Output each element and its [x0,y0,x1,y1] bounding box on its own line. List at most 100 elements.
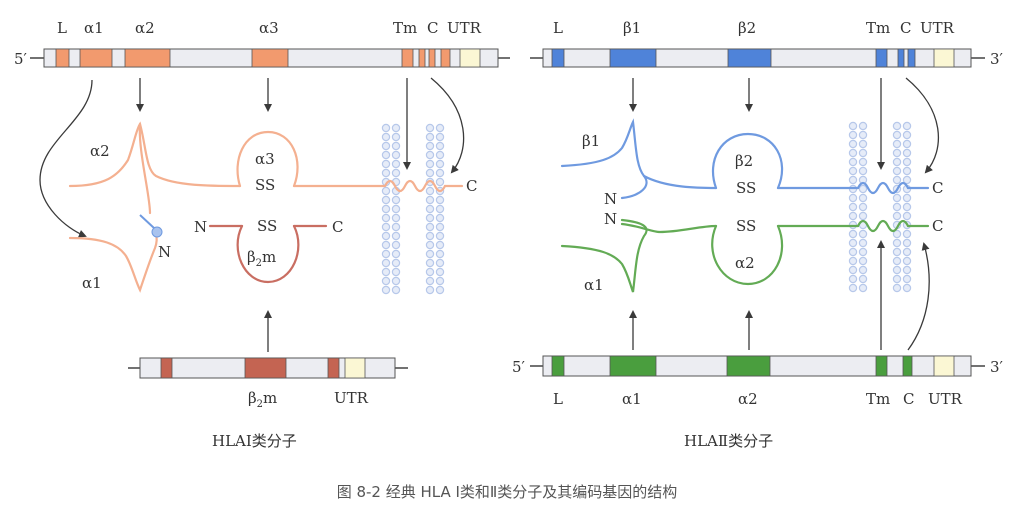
class1-membrane-lipid-bead [391,222,401,232]
a1-domain-path [68,230,158,293]
beta-c-label: C [932,179,943,197]
class2-membrane-lipid-bead [848,211,858,221]
class1-heavy-chain [68,121,464,293]
b2m-utr-label: UTR [334,389,369,407]
class1-membrane-lipid-bead [425,285,435,295]
class1-exon-c1 [418,48,426,68]
class2-membrane-lipid-bead [902,265,912,275]
class1-membrane-lipid-bead [391,240,401,250]
class1-membrane-lipid-bead [425,150,435,160]
protein-a1-ii-label: α1 [584,276,604,294]
class2-membrane-lipid-bead [892,247,902,257]
alpha-exon-a2 [726,355,771,377]
class2-membrane-lipid-bead [858,229,868,239]
class1-membrane-lipid-bead [435,150,445,160]
protein-a3-label: α3 [255,150,275,168]
class2-membrane-lipid-bead [902,139,912,149]
class1-membrane-lipid-bead [425,195,435,205]
alpha-n-label: N [604,210,617,228]
figure-caption: 图 8-2 经典 HLA Ⅰ类和Ⅱ类分子及其编码基因的结构 [337,483,678,501]
class2-membrane-lipid-bead [858,274,868,284]
class2-membrane-lipid-bead [848,229,858,239]
class1-membrane-lipid-bead [381,132,391,142]
b2m-exon-L [160,357,173,379]
class1-membrane-lipid-bead [425,240,435,250]
protein-b1-label: β1 [582,132,600,150]
class2-membrane-lipid-bead [902,166,912,176]
class1-label-a3: α3 [259,19,279,37]
class1-membrane-lipid-bead [425,141,435,151]
class2-membrane-lipid-bead [858,193,868,203]
class1-n-label: N [158,243,171,261]
class2-beta-chain [560,118,930,200]
class1-membrane-lipid-bead [381,276,391,286]
class1-title: HLAⅠ类分子 [212,432,297,450]
class1-membrane-lipid-bead [425,159,435,169]
b2m-utr-block [344,357,366,379]
class1-membrane-lipid-bead [435,204,445,214]
class1-label-a1: α1 [84,19,104,37]
class2-membrane-lipid-bead [892,121,902,131]
class1-membrane [381,123,445,295]
b2m-gene-label: β2m [248,389,277,410]
beta-exon-c2 [907,48,916,68]
class1-membrane-lipid-bead [381,231,391,241]
class1-panel: 5′ L α1 α2 α3 Tm C UTR [14,19,510,450]
beta-inter-domain [642,174,718,190]
class1-membrane-lipid-bead [435,132,445,142]
b2m-gene: β2m UTR [128,357,408,410]
class1-n-terminus-bead [151,226,163,238]
class1-membrane-lipid-bead [435,141,445,151]
class1-membrane-lipid-bead [381,285,391,295]
class1-membrane-lipid-bead [435,276,445,286]
class2-membrane [848,121,912,293]
class2-membrane-lipid-bead [892,193,902,203]
class1-label-a2: α2 [135,19,155,37]
b1-domain-path [560,118,648,200]
class2-membrane-lipid-bead [902,238,912,248]
class2-membrane-lipid-bead [892,229,902,239]
alpha-c-label: C [932,217,943,235]
class2-beta-arrows [629,77,939,174]
beta-label-b1: β1 [623,19,641,37]
class1-utr-block [459,48,481,68]
alpha-three-prime: 3′ [990,358,1004,376]
class2-membrane-lipid-bead [902,130,912,140]
class1-five-prime: 5′ [14,50,28,68]
class2-alpha-chain [560,218,930,293]
arrow-alpha-c-exon-to-c-tail [907,242,930,351]
class2-membrane-lipid-bead [858,139,868,149]
class1-membrane-lipid-bead [381,267,391,277]
class1-membrane-lipid-bead [435,177,445,187]
class2-membrane-lipid-bead [902,175,912,185]
a3-domain-loop [236,130,299,188]
class2-alpha-arrows [629,240,930,351]
alpha-inter-domain [620,222,718,234]
class2-membrane-lipid-bead [858,130,868,140]
class1-membrane-lipid-bead [425,231,435,241]
class2-membrane-lipid-bead [858,148,868,158]
class2-membrane-lipid-bead [858,121,868,131]
class1-membrane-lipid-bead [435,123,445,133]
class1-membrane-lipid-bead [425,249,435,259]
beta-n-label: N [604,190,617,208]
beta-label-L: L [553,19,563,37]
beta-utr-block [933,48,955,68]
alpha-label-L: L [553,390,563,408]
class1-membrane-lipid-bead [435,168,445,178]
class1-c-label: C [466,177,477,195]
class2-membrane-lipid-bead [902,148,912,158]
class1-n-linker [139,214,155,229]
alpha-label-c: C [903,390,914,408]
alpha-exon-L [551,355,565,377]
class2-membrane-lipid-bead [848,274,858,284]
beta-three-prime: 3′ [990,50,1004,68]
class1-membrane-lipid-bead [425,222,435,232]
class1-membrane-lipid-bead [435,159,445,169]
class2-membrane-lipid-bead [902,202,912,212]
b2m-ss-label: SS [257,217,277,235]
beta-label-utr: UTR [920,19,955,37]
alpha-ss-label: SS [736,217,756,235]
class2-membrane-lipid-bead [892,283,902,293]
